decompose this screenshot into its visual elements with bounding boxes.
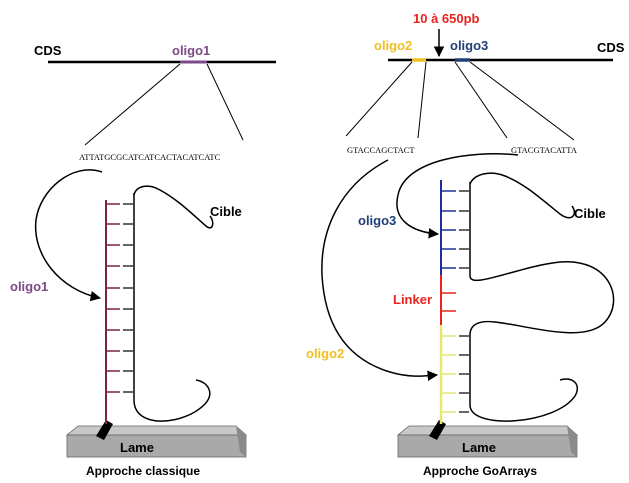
left-oligo1-side-label: oligo1 bbox=[10, 279, 48, 294]
left-target-teeth bbox=[123, 203, 133, 393]
right-slide: Lame bbox=[396, 425, 579, 458]
right-oligo2-side-label: oligo2 bbox=[306, 346, 344, 361]
left-slide: Lame bbox=[65, 425, 248, 458]
right-oligo2-top-label: oligo2 bbox=[374, 38, 412, 53]
right-probe-oligo2-teeth bbox=[441, 335, 456, 413]
left-oligo1-arrow bbox=[34, 169, 103, 302]
right-probe-oligo3-teeth bbox=[441, 190, 456, 269]
left-probe-teeth bbox=[106, 203, 120, 393]
right-cds-label: CDS bbox=[597, 40, 625, 55]
right-lame-label: Lame bbox=[462, 440, 496, 455]
right-sequence-oligo3: GTACGTACATTA bbox=[511, 145, 578, 155]
right-target-teeth bbox=[459, 190, 469, 413]
right-linker-label: Linker bbox=[393, 292, 432, 307]
left-cds-label: CDS bbox=[34, 43, 62, 58]
right-oligo3-top-label: oligo3 bbox=[450, 38, 488, 53]
right-zoom-line bbox=[469, 61, 575, 141]
right-oligo2-arrow bbox=[321, 159, 439, 382]
left-sequence: ATTATGCGCATCATCACTACATCATC bbox=[79, 152, 221, 162]
right-size-label: 10 à 650pb bbox=[413, 11, 480, 26]
left-anchor-foot bbox=[96, 420, 113, 440]
right-target-strand-top bbox=[469, 172, 576, 219]
right-sequence-oligo2: GTACCAGCTACT bbox=[347, 145, 415, 155]
right-probe-linker-teeth bbox=[441, 292, 456, 312]
right-zoom-line bbox=[417, 61, 427, 139]
right-cible-label: Cible bbox=[574, 206, 606, 221]
left-zoom-line bbox=[206, 63, 244, 141]
left-zoom-line bbox=[84, 63, 181, 146]
right-target-strand bbox=[469, 182, 615, 422]
left-cible-label: Cible bbox=[210, 204, 242, 219]
right-zoom-line bbox=[345, 61, 413, 137]
right-panel: 10 à 650pb oligo2 oligo3 CDS GTACCAGCTAC… bbox=[306, 11, 625, 478]
left-panel: CDS oligo1 ATTATGCGCATCATCACTACATCATC La… bbox=[10, 43, 276, 478]
left-target-strand-top bbox=[133, 185, 214, 229]
right-anchor-foot bbox=[429, 420, 446, 440]
right-zoom-line bbox=[454, 61, 508, 139]
right-caption: Approche GoArrays bbox=[423, 464, 537, 478]
left-lame-label: Lame bbox=[120, 440, 154, 455]
left-oligo1-top-label: oligo1 bbox=[172, 43, 210, 58]
left-caption: Approche classique bbox=[86, 464, 200, 478]
right-oligo3-arrow bbox=[396, 153, 519, 239]
left-target-strand bbox=[133, 193, 211, 422]
right-oligo3-side-label: oligo3 bbox=[358, 213, 396, 228]
